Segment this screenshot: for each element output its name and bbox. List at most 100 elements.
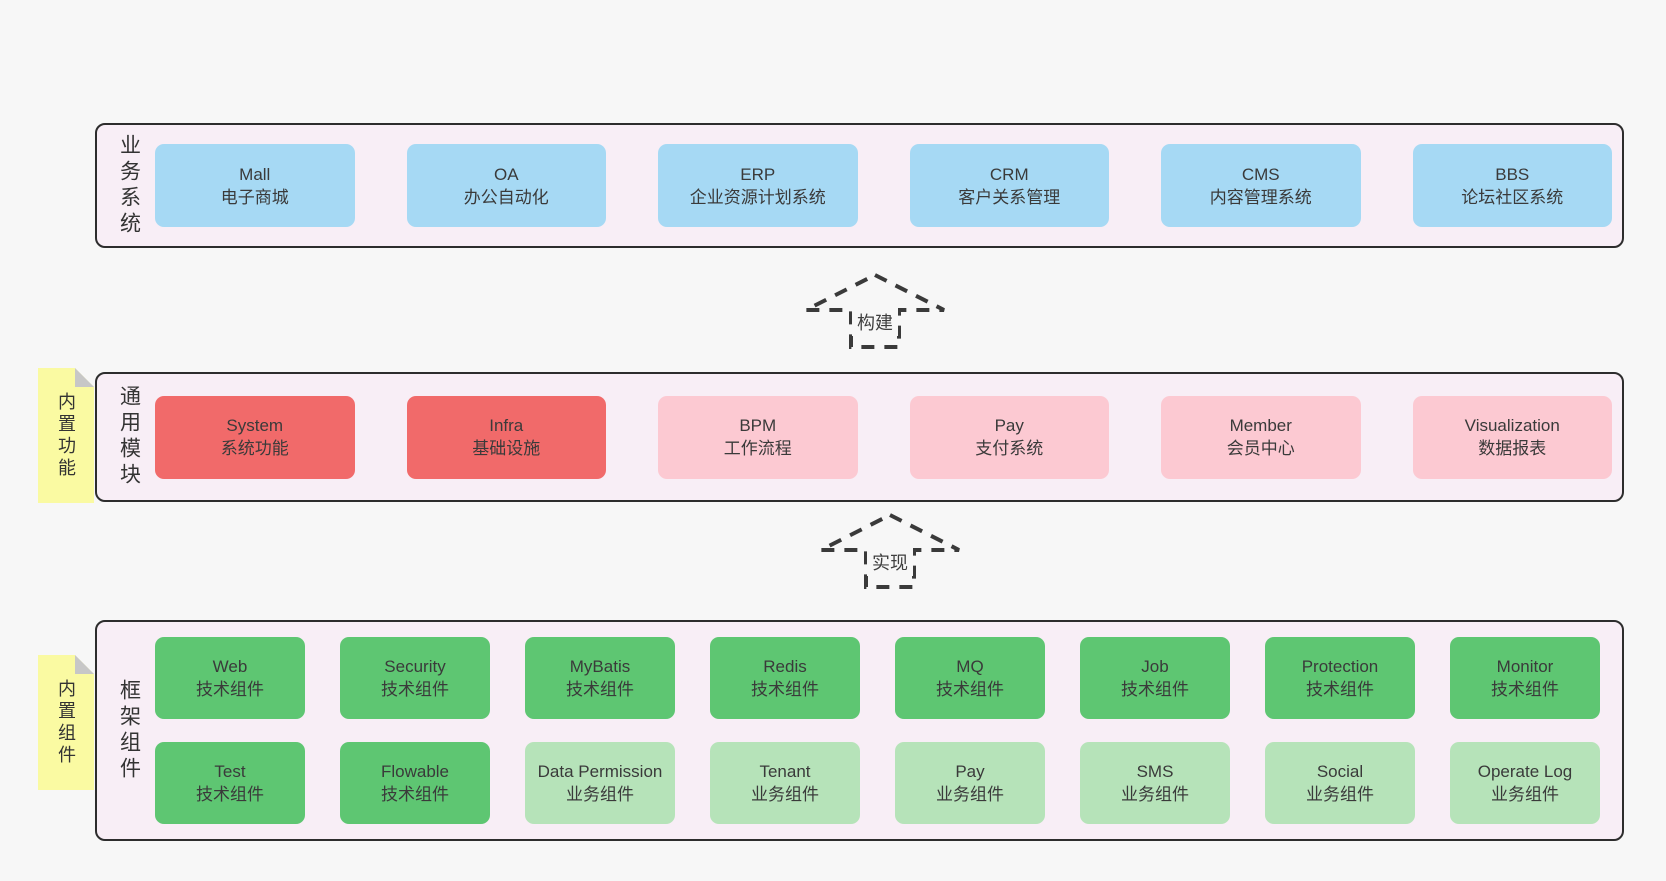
module-box-sms: SMS 业务组件 <box>1080 742 1230 824</box>
box-title: Infra <box>489 416 524 435</box>
module-box-social: Social 业务组件 <box>1265 742 1415 824</box>
box-title: CMS <box>1241 164 1280 184</box>
module-box-mq: MQ 技术组件 <box>895 637 1045 719</box>
module-box-pay: Pay 业务组件 <box>895 742 1045 824</box>
layer-panel-components: 框架组件 Web 技术组件 Security 技术组件 MyBatis 技术组件 Redis 技… <box>95 620 1624 841</box>
box-title: Operate Log <box>1477 762 1573 781</box>
box-subtitle: 技术组件 <box>381 785 449 804</box>
box-subtitle: 数据报表 <box>1478 439 1547 458</box>
box-title: BBS <box>1495 164 1530 184</box>
box-title: Redis <box>763 657 807 676</box>
box-subtitle: 客户关系管理 <box>958 187 1061 207</box>
layer-label-business: 业务系统 <box>117 133 141 238</box>
box-subtitle: 业务组件 <box>751 785 819 804</box>
box-subtitle: 业务组件 <box>1491 785 1559 804</box>
module-box-tenant: Tenant 业务组件 <box>710 742 860 824</box>
box-title: Social <box>1316 762 1364 781</box>
box-title: System <box>226 416 284 435</box>
sticky-note-components: 内置组件 <box>38 655 94 790</box>
module-box-system: System 系统功能 <box>155 395 355 479</box>
module-box-bpm: BPM 工作流程 <box>658 395 858 479</box>
dashed-up-arrow-implement: 实现 <box>818 512 962 590</box>
box-subtitle: 内容管理系统 <box>1209 187 1312 207</box>
box-subtitle: 办公自动化 <box>463 187 549 207</box>
box-subtitle: 业务组件 <box>1121 785 1189 804</box>
box-title: Data Permission <box>537 762 663 781</box>
up-arrow-icon <box>805 272 945 349</box>
module-box-oa: OA 办公自动化 <box>406 144 606 227</box>
box-title: Member <box>1229 416 1292 435</box>
module-box-security: Security 技术组件 <box>340 637 490 719</box>
box-title: Test <box>214 762 246 781</box>
dashed-up-arrow-build: 构建 <box>803 272 947 350</box>
box-title: Job <box>1141 657 1169 676</box>
box-title: MQ <box>956 657 984 676</box>
box-title: Flowable <box>380 762 450 781</box>
box-title: Protection <box>1301 657 1379 676</box>
box-title: Monitor <box>1496 657 1554 676</box>
box-subtitle: 支付系统 <box>975 439 1044 458</box>
box-subtitle: 业务组件 <box>1306 785 1374 804</box>
box-subtitle: 技术组件 <box>381 680 449 699</box>
box-subtitle: 企业资源计划系统 <box>689 187 826 207</box>
module-box-redis: Redis 技术组件 <box>710 637 860 719</box>
box-subtitle: 技术组件 <box>196 785 264 804</box>
box-title: Pay <box>955 762 985 781</box>
box-subtitle: 技术组件 <box>936 680 1004 699</box>
module-box-data-permission: Data Permission 业务组件 <box>525 742 675 824</box>
module-box-infra: Infra 基础设施 <box>406 395 606 479</box>
box-title: Mall <box>239 164 271 184</box>
layer-label-components: 框架组件 <box>117 678 141 783</box>
box-subtitle: 业务组件 <box>936 785 1004 804</box>
box-title: OA <box>493 164 519 184</box>
module-box-protection: Protection 技术组件 <box>1265 637 1415 719</box>
sticky-note-label: 内置组件 <box>56 678 76 767</box>
module-box-web: Web 技术组件 <box>155 637 305 719</box>
up-arrow-icon <box>820 512 960 589</box>
box-subtitle: 系统功能 <box>220 439 289 458</box>
box-subtitle: 业务组件 <box>566 785 634 804</box>
module-box-test: Test 技术组件 <box>155 742 305 824</box>
layer-label-modules: 通用模块 <box>117 385 141 489</box>
box-subtitle: 技术组件 <box>196 680 264 699</box>
box-title: Web <box>212 657 248 676</box>
module-box-job: Job 技术组件 <box>1080 637 1230 719</box>
box-title: Security <box>384 657 446 676</box>
module-box-operate-log: Operate Log 业务组件 <box>1450 742 1600 824</box>
module-box-visualization: Visualization 数据报表 <box>1412 395 1612 479</box>
box-subtitle: 技术组件 <box>1121 680 1189 699</box>
module-box-mybatis: MyBatis 技术组件 <box>525 637 675 719</box>
box-title: Visualization <box>1464 416 1560 435</box>
box-title: CRM <box>989 164 1029 184</box>
box-subtitle: 技术组件 <box>751 680 819 699</box>
box-title: MyBatis <box>569 657 631 676</box>
sticky-note-label: 内置功能 <box>56 391 76 480</box>
box-subtitle: 技术组件 <box>1306 680 1374 699</box>
box-subtitle: 基础设施 <box>472 439 541 458</box>
module-box-member: Member 会员中心 <box>1161 395 1361 479</box>
box-title: SMS <box>1136 762 1174 781</box>
box-subtitle: 会员中心 <box>1226 439 1295 458</box>
arrow-label-build: 构建 <box>852 308 898 336</box>
box-subtitle: 工作流程 <box>723 439 792 458</box>
box-title: Tenant <box>759 762 811 781</box>
module-box-flowable: Flowable 技术组件 <box>340 742 490 824</box>
module-box-crm: CRM 客户关系管理 <box>909 144 1109 227</box>
box-title: BPM <box>739 416 777 435</box>
box-subtitle: 技术组件 <box>566 680 634 699</box>
arrow-label-implement: 实现 <box>867 548 913 576</box>
